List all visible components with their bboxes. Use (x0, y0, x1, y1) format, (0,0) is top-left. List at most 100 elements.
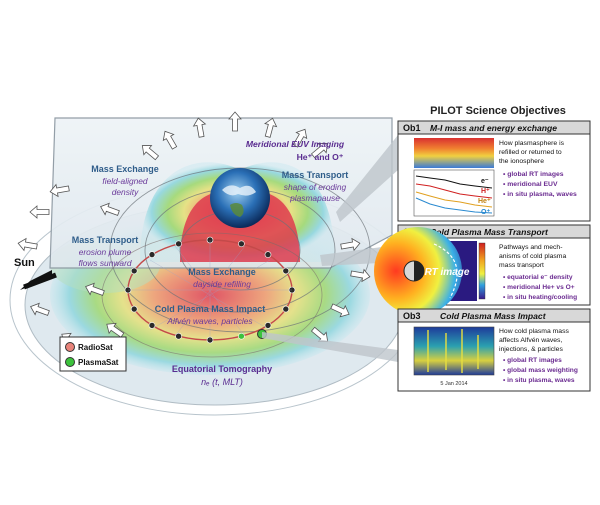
earth-clouds (222, 185, 256, 196)
ob1-curve-h (415, 183, 493, 199)
ob3-bullet-2: • in situ plasma, waves (503, 377, 575, 384)
mass-exchange-left-line1: field-aligned (102, 176, 148, 186)
magnetosphere-scene: Sun Meridional EUV Imaging He⁺ and O⁺ Ma… (9, 111, 421, 416)
outflow-arrow-icon (292, 128, 308, 148)
ob2-desc-2: mass transport (499, 262, 544, 269)
ob3-desc-2: injections, & particles (499, 346, 563, 353)
legend-radiosat-icon (65, 342, 75, 352)
ob1-curve-o (415, 197, 493, 214)
ob2-bullet-0: • equatorial e⁻ density (503, 274, 573, 281)
outflow-arrow-icon (162, 130, 178, 150)
outflow-arrow-icon (30, 302, 50, 316)
outflow-arrow-icon (340, 237, 361, 252)
ob1-spectrogram (414, 138, 494, 168)
mass-transport-left-line1: erosion plume (79, 247, 132, 257)
outflow-arrow-icon (106, 322, 125, 338)
ob2-desc-1: anisms of cold plasma (499, 253, 566, 260)
ob1-title: M-I mass and energy exchange (430, 123, 557, 133)
earth (210, 168, 270, 228)
mass-transport-right-line1: shape of eroding (284, 182, 347, 192)
outflow-arrow-icon (228, 111, 242, 132)
cold-plasma-impact-title: Cold Plasma Mass Impact (155, 304, 266, 314)
radiosat-marker (130, 267, 138, 275)
ob2-image-label: RT image (425, 267, 470, 278)
objectives-heading: PILOT Science Objectives (430, 105, 566, 117)
mass-transport-left-line2: flows sunward (78, 258, 131, 268)
mass-exchange-left-title: Mass Exchange (91, 164, 159, 174)
mass-exchange-center-line1: dayside refilling (193, 279, 251, 289)
ob1-label-h: H⁺ (481, 188, 490, 195)
outflow-arrow-icon (192, 117, 207, 138)
outflow-arrow-icon (330, 303, 350, 318)
legend-plasmasat-icon (65, 357, 75, 367)
ob2-header (397, 224, 591, 239)
ob2-plasmapause (433, 243, 458, 299)
ob1-label-o: O⁺ (481, 209, 490, 216)
ob1-desc-2: the ionosphere (499, 158, 544, 165)
ob3-title: Cold Plasma Mass Impact (440, 311, 547, 321)
tomography-title: Equatorial Tomography (172, 364, 272, 374)
tomography-lattice (128, 240, 292, 340)
ob1-tag: Ob1 (403, 123, 421, 133)
ob1-label-e: e⁻ (481, 178, 489, 185)
radiosat-marker (264, 322, 272, 329)
meridional-species: He⁺ and O⁺ (297, 152, 344, 162)
ob1-bullet-0: • global RT images (503, 171, 564, 178)
ob2-desc-0: Pathways and mech- (499, 244, 562, 251)
ob2-earth-night (414, 261, 424, 281)
ob3-desc-0: How cold plasma mass (499, 328, 569, 335)
ob2-colorbar (478, 242, 486, 300)
mass-transport-right-line2: plasmapause (289, 193, 340, 203)
ob1-header (397, 120, 591, 135)
radiosat-marker (282, 267, 290, 275)
ob3-bullet-0: • global RT images (503, 357, 562, 364)
mass-transport-right-title: Mass Transport (282, 170, 349, 180)
outflow-arrow-icon (49, 183, 70, 198)
radiosat-marker (130, 305, 138, 313)
legend: RadioSat PlasmaSat (59, 336, 127, 372)
mass-transport-left-title: Mass Transport (72, 235, 139, 245)
outflow-arrow-icon (100, 202, 120, 216)
meridional-title: Meridional EUV Imaging (246, 139, 345, 149)
cold-plasma-impact-line1: Alfvén waves, particles (166, 316, 253, 326)
radiosat-marker (264, 251, 272, 258)
ob1-desc-1: refilled or returned to (499, 149, 562, 156)
ob1-curve-e (415, 175, 493, 189)
outflow-arrow-icon (350, 268, 371, 283)
outflow-arrow-icon (264, 117, 278, 138)
ob1-desc-0: How plasmasphere is (499, 140, 565, 147)
radiosat-marker (148, 251, 156, 258)
ob1-panel: Ob1 M-I mass and energy exchange e⁻ H⁺ H… (397, 120, 591, 222)
ob3-spectrogram (413, 326, 495, 376)
ob3-desc-1: affects Alfvén waves, (499, 337, 562, 344)
outflow-arrow-icon (141, 145, 160, 161)
ob3-tag: Ob3 (403, 311, 421, 321)
tomography-formula: nₑ (t, MLT) (201, 377, 243, 387)
outflow-arrow-icon (17, 237, 38, 252)
sun-arrow-shaft (23, 272, 57, 290)
mass-exchange-center-title: Mass Exchange (188, 267, 256, 277)
mass-exchange-left-line2: density (112, 187, 139, 197)
ob1-bullet-1: • meridional EUV (503, 181, 558, 188)
outflow-arrow-icon (29, 205, 50, 219)
ob3-bullet-1: • global mass weighting (503, 367, 578, 374)
ob3-spectrogram-streaks (427, 329, 479, 373)
ob3-xlabel: 5 Jan 2014 (440, 381, 467, 387)
radiosat-marker (148, 322, 156, 329)
earth-land (230, 203, 244, 217)
ob1-bullet-2: • in situ plasma, waves (503, 191, 577, 198)
outflow-arrow-icon (310, 143, 329, 159)
ob2-bullet-2: • in situ heating/cooling (503, 294, 577, 301)
ob3-header (397, 308, 591, 323)
satellite-chain (124, 236, 296, 344)
radiosat-marker (175, 332, 182, 340)
plasmasat-marker (238, 332, 245, 340)
ob1-curve-he (415, 191, 493, 208)
ob2-panel: Ob2 Cold Plasma Mass Transport RT image … (374, 224, 591, 315)
ob1-label-he: He⁺ (478, 198, 491, 205)
ob2-title: Cold Plasma Mass Transport (430, 227, 549, 237)
radiosat-marker (282, 305, 290, 313)
radiosat-marker (238, 240, 245, 248)
radiosat-marker (175, 240, 182, 248)
